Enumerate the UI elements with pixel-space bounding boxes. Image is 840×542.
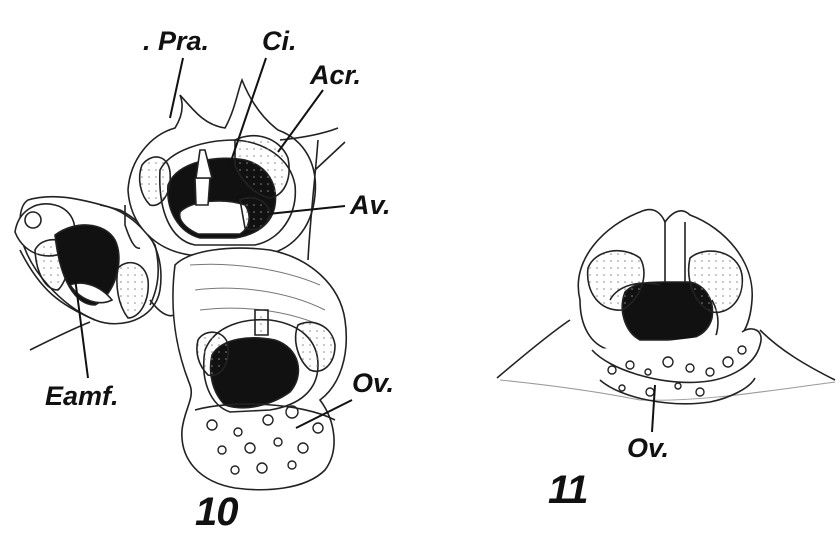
figure-number-10: 10 [195,492,238,532]
label-ov-fig10: Ov. [352,370,394,397]
label-acr: Acr. [310,62,361,89]
label-eamf: Eamf. [45,383,119,410]
label-pra: . Pra. [143,28,209,55]
bottom-center-flower [173,248,346,490]
figure-number-11: 11 [548,470,588,510]
top-center-flower [128,80,345,260]
figure-11-drawing [497,210,835,432]
label-av: Av. [350,192,391,219]
label-ov-fig11: Ov. [627,435,669,462]
figure-10-drawing [15,58,352,490]
label-ci: Ci. [262,28,297,55]
